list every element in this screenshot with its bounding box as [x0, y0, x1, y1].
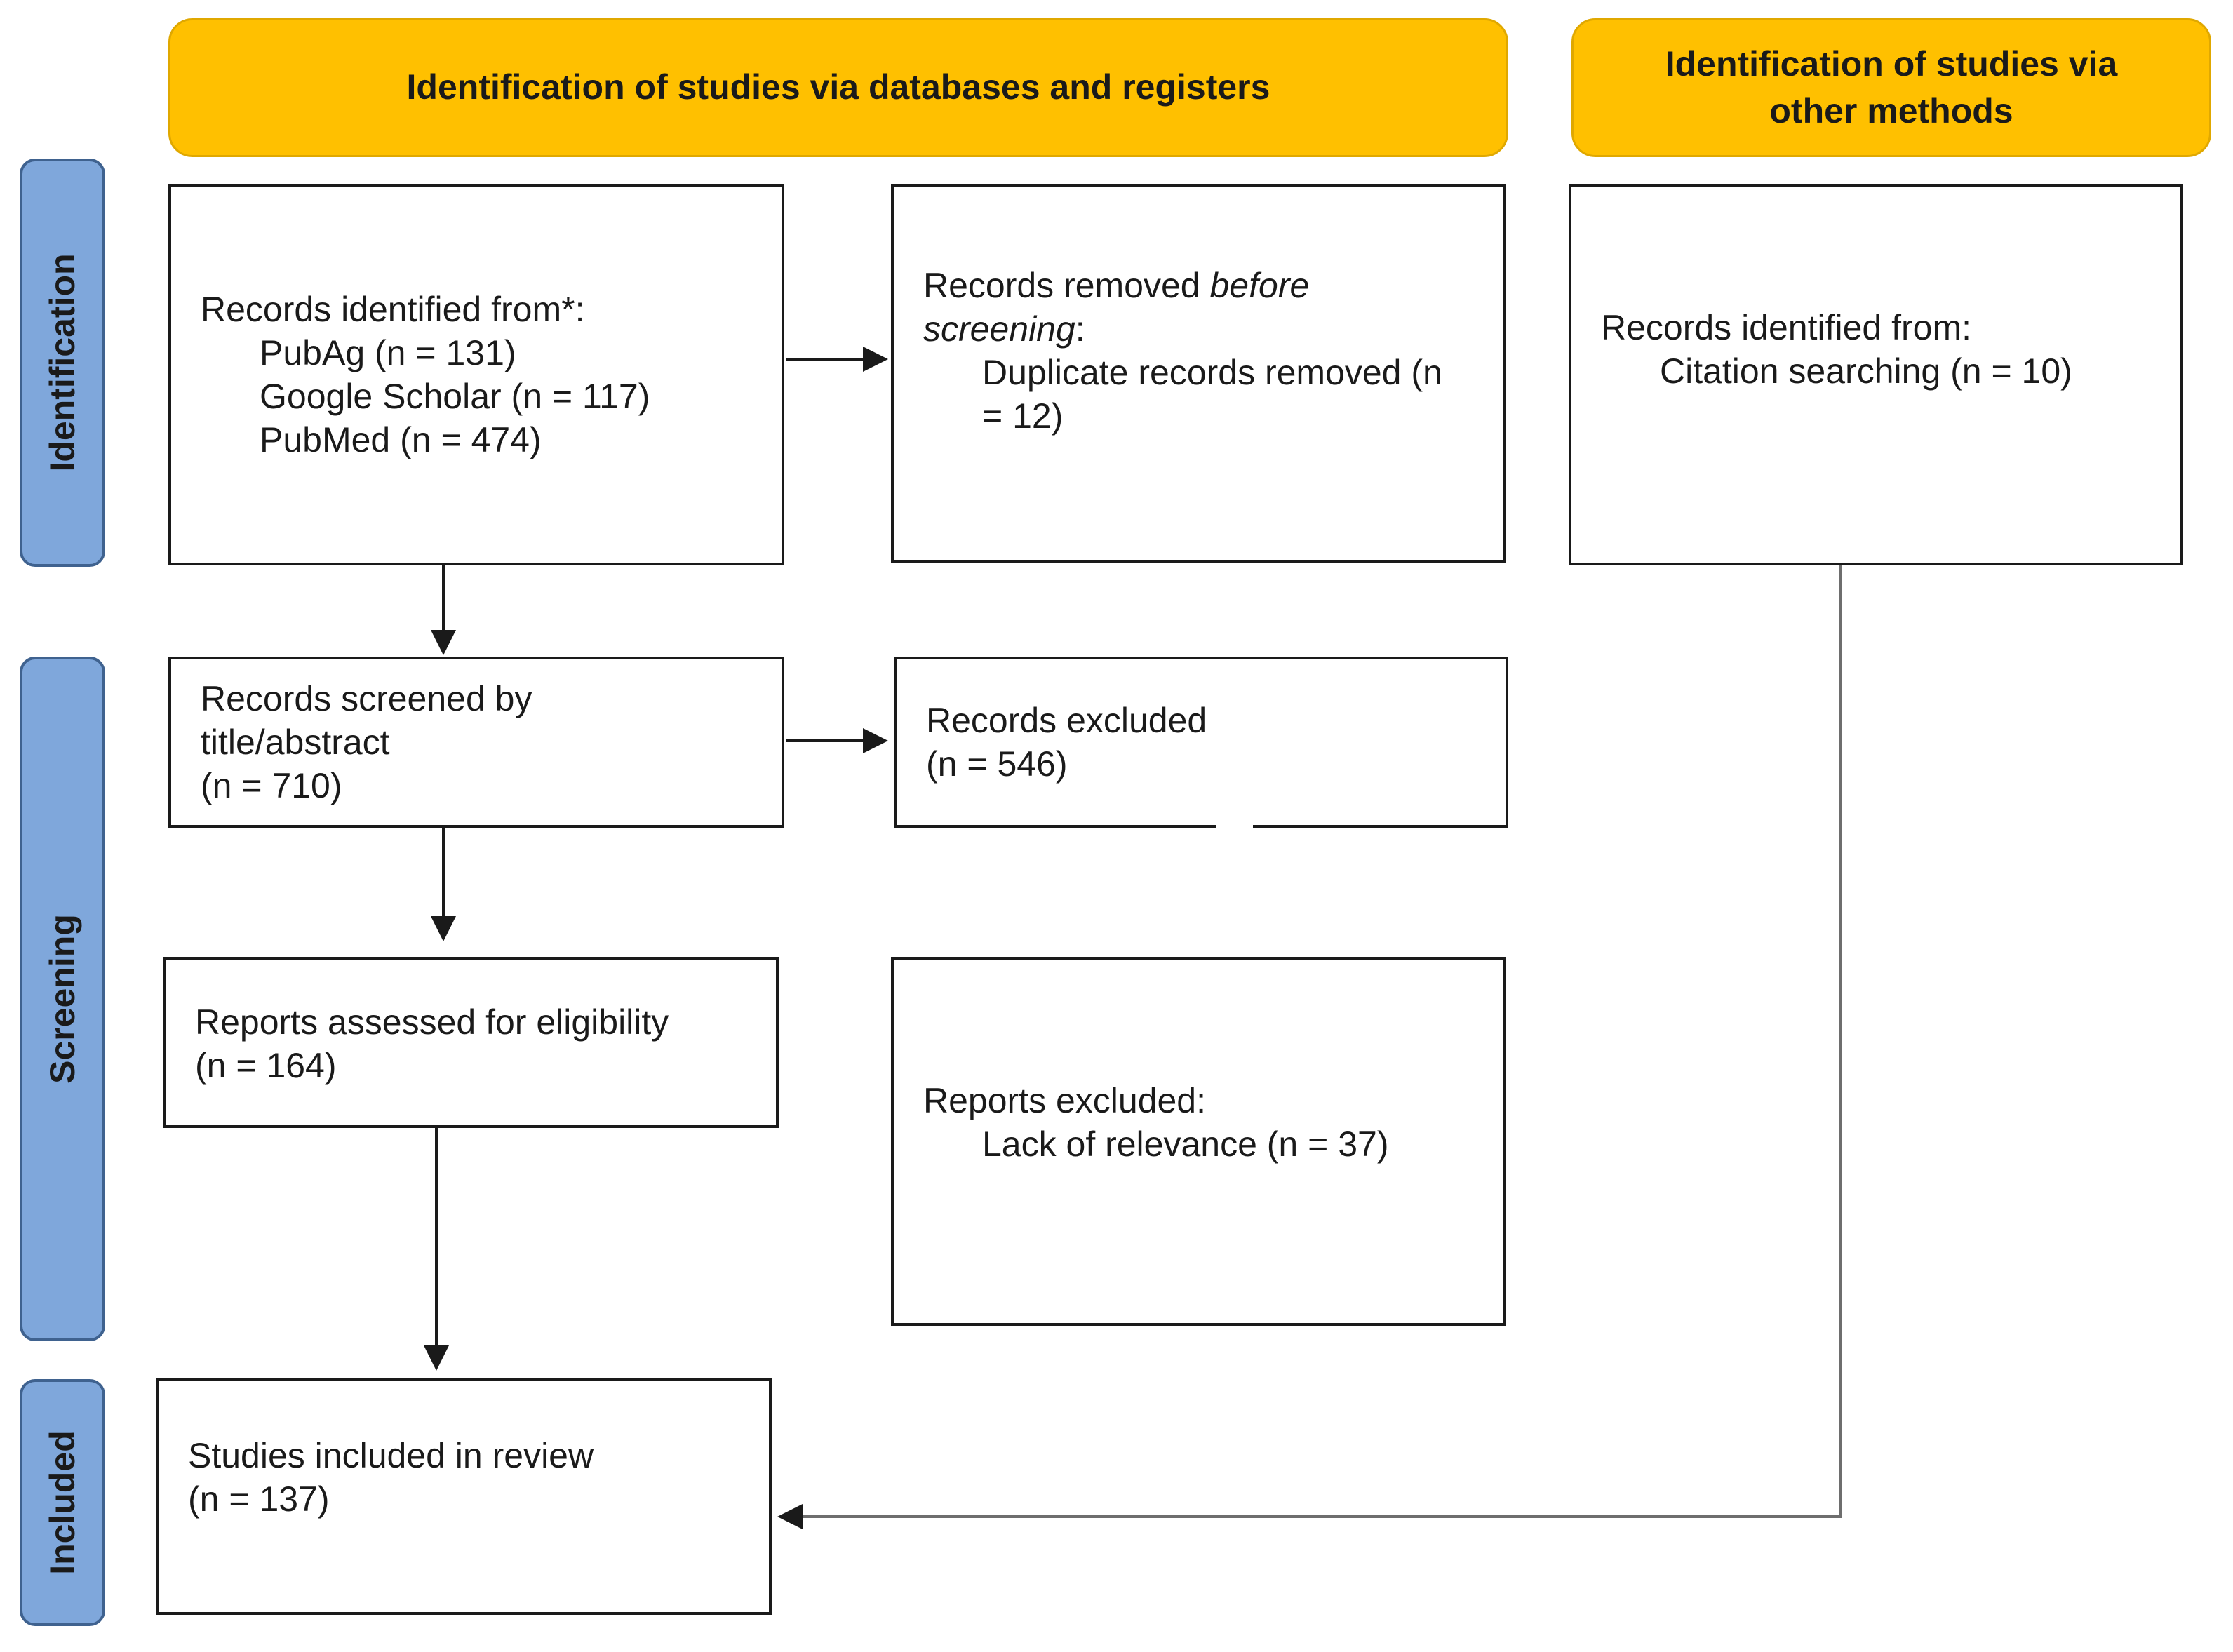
records-excluded-line2: (n = 546) — [926, 744, 1068, 784]
records-removed-duplicates-line2: = 12) — [982, 396, 1064, 436]
records-removed-title-line1: Records removed before — [923, 264, 1482, 307]
records-removed-title-italic-screening: screening — [923, 309, 1075, 349]
reports-assessed-line1: Reports assessed for eligibility — [195, 1002, 669, 1042]
records-excluded-border-gap — [1216, 821, 1253, 829]
box-other-records-identified: Records identified from: Citation search… — [1569, 184, 2183, 565]
records-removed-title-plain: Records removed — [923, 266, 1210, 305]
studies-included-line1: Studies included in review — [188, 1436, 594, 1475]
arrow-head-screened — [431, 630, 456, 655]
studies-included-line2: (n = 137) — [188, 1479, 330, 1519]
arrow-head-removed — [863, 347, 888, 372]
records-removed-title-colon: : — [1075, 309, 1085, 349]
header-other-label-line2: other methods — [1769, 91, 2013, 130]
arrow-head-included — [424, 1345, 449, 1371]
reports-assessed-line2: (n = 164) — [195, 1046, 337, 1085]
header-databases-registers: Identification of studies via databases … — [168, 18, 1508, 157]
records-excluded-line1: Records excluded — [926, 701, 1207, 740]
records-identified-pubmed: PubMed (n = 474) — [260, 420, 542, 459]
records-screened-line3: (n = 710) — [201, 766, 342, 805]
box-reports-excluded: Reports excluded: Lack of relevance (n =… — [891, 957, 1506, 1326]
records-identified-pubag: PubAg (n = 131) — [260, 333, 516, 372]
phase-included: Included — [20, 1379, 105, 1626]
box-records-excluded: Records excluded (n = 546) — [894, 657, 1508, 828]
phase-screening: Screening — [20, 657, 105, 1341]
records-identified-google-scholar: Google Scholar (n = 117) — [260, 377, 650, 416]
arrow-head-excluded — [863, 728, 888, 753]
box-records-identified: Records identified from*: PubAg (n = 131… — [168, 184, 784, 565]
box-reports-assessed: Reports assessed for eligibility (n = 16… — [163, 957, 779, 1128]
box-records-screened: Records screened by title/abstract (n = … — [168, 657, 784, 828]
connector-other-to-included — [797, 564, 1842, 1518]
records-removed-duplicates-line1: Duplicate records removed (n — [982, 353, 1442, 392]
reports-excluded-lack-of-relevance: Lack of relevance (n = 37) — [982, 1124, 1389, 1164]
header-other-methods: Identification of studies via other meth… — [1571, 18, 2211, 157]
records-screened-line2: title/abstract — [201, 723, 390, 762]
header-other-label-line1: Identification of studies via — [1665, 43, 2118, 83]
box-studies-included: Studies included in review (n = 137) — [156, 1378, 772, 1615]
arrow-head-assessed — [431, 916, 456, 941]
box-records-removed: Records removed before screening: Duplic… — [891, 184, 1506, 563]
records-identified-title: Records identified from*: — [201, 290, 585, 329]
other-records-title: Records identified from: — [1601, 308, 1972, 347]
phase-identification: Identification — [20, 159, 105, 567]
records-screened-line1: Records screened by — [201, 679, 532, 718]
header-databases-label: Identification of studies via databases … — [406, 67, 1270, 107]
records-removed-title-line2: screening: — [923, 307, 1482, 351]
records-removed-title-italic-before: before — [1209, 266, 1310, 305]
other-records-citation-searching: Citation searching (n = 10) — [1660, 351, 2072, 391]
arrow-head-included-from-other — [777, 1504, 803, 1529]
reports-excluded-title: Reports excluded: — [923, 1081, 1207, 1120]
